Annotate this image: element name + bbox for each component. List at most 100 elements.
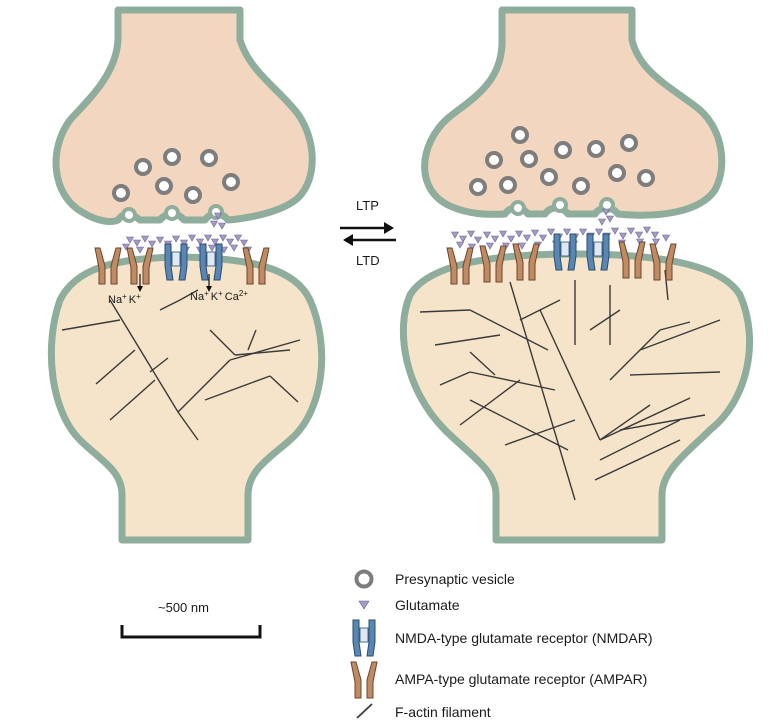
left-postsynaptic-spine — [47, 253, 326, 544]
glutamate — [507, 235, 515, 243]
legend-item-vesicle: Presynaptic vesicle — [354, 569, 515, 589]
glutamate — [643, 226, 651, 234]
docked-vesicle — [121, 207, 137, 223]
docked-vesicle — [164, 205, 180, 221]
glutamate — [459, 235, 467, 243]
glutamate — [188, 234, 196, 242]
legend-item-glutamate: Glutamate — [358, 597, 460, 613]
vesicle — [134, 158, 152, 176]
glutamate — [467, 230, 475, 238]
glutamate — [486, 242, 494, 250]
glutamate — [226, 238, 234, 246]
left-presynaptic-terminal — [52, 6, 316, 225]
glutamate — [456, 241, 464, 249]
glutamate — [539, 234, 547, 242]
glutamate — [133, 239, 141, 247]
glutamate — [651, 231, 659, 239]
legend-item-actin: F-actin filament — [356, 703, 491, 720]
vesicle — [222, 173, 240, 191]
glutamate — [156, 236, 164, 244]
glutamate — [451, 231, 459, 239]
glutamate — [531, 229, 539, 237]
right-postsynaptic-spine — [399, 250, 754, 544]
glutamate — [499, 230, 507, 238]
vesicle — [620, 134, 638, 152]
left-synapse — [47, 6, 326, 544]
vesicle — [155, 177, 173, 195]
glutamate — [635, 231, 643, 239]
legend-label-ampar: AMPA-type glutamate receptor (AMPAR) — [395, 671, 647, 687]
vesicle — [540, 168, 558, 186]
glutamate — [579, 228, 587, 236]
legend-label-nmdar: NMDA-type glutamate receptor (NMDAR) — [395, 630, 653, 646]
glutamate — [523, 234, 531, 242]
vesicle — [485, 151, 503, 169]
docked-vesicle — [510, 200, 526, 216]
legend-label-glutamate: Glutamate — [395, 597, 460, 613]
legend-item-nmdar: NMDA-type glutamate receptor (NMDAR) — [352, 619, 653, 657]
vesicle-icon — [354, 569, 374, 589]
glutamate — [595, 228, 603, 236]
left-actin-network — [61, 289, 301, 441]
right-vesicles — [469, 126, 655, 216]
glutamate — [219, 234, 227, 242]
ampar-icon — [350, 661, 378, 699]
vesicle — [520, 150, 538, 168]
legend-label-vesicle: Presynaptic vesicle — [395, 571, 515, 587]
vesicle — [200, 149, 218, 167]
glutamate — [148, 240, 156, 248]
glutamate — [611, 227, 619, 235]
legend-item-ampar: AMPA-type glutamate receptor (AMPAR) — [350, 661, 647, 699]
scale-bar-label: ~500 nm — [158, 600, 209, 615]
nmda-ion-label: Na+K+Ca2+ — [190, 289, 248, 303]
ltp-ltd-arrows: LTP LTD — [340, 198, 396, 268]
glutamate — [204, 234, 212, 242]
vesicle — [511, 126, 529, 144]
right-actin-network — [419, 269, 721, 501]
nmdar-icon — [352, 619, 376, 657]
ion-labels: Na+K+ Na+K+Ca2+ — [108, 274, 248, 306]
glutamate — [483, 231, 491, 239]
vesicle — [587, 140, 605, 158]
vesicle — [554, 141, 572, 159]
vesicle — [184, 186, 202, 204]
glutamate — [210, 220, 218, 228]
glutamate — [141, 235, 149, 243]
glutamate — [208, 244, 216, 252]
ltp-label: LTP — [356, 198, 379, 213]
ampa-ion-label: Na+K+ — [108, 292, 141, 306]
glutamate — [474, 236, 482, 244]
glutamate — [172, 235, 180, 243]
vesicle — [608, 164, 626, 182]
glutamate — [619, 232, 627, 240]
glutamate — [240, 239, 248, 247]
glutamate — [598, 218, 606, 226]
glutamate — [606, 215, 614, 223]
glutamate — [230, 244, 238, 252]
vesicle — [469, 178, 487, 196]
glutamate — [515, 230, 523, 238]
docked-vesicle — [208, 204, 224, 220]
glutamate — [547, 228, 555, 236]
glutamate — [627, 227, 635, 235]
vesicle — [163, 148, 181, 166]
legend-label-actin: F-actin filament — [395, 704, 491, 720]
glutamate — [136, 246, 144, 254]
glutamate — [563, 228, 571, 236]
glutamate — [218, 222, 226, 230]
actin-filament-icon — [356, 703, 373, 719]
vesicle — [637, 169, 655, 187]
glutamate — [126, 236, 134, 244]
vesicle — [112, 184, 130, 202]
vesicle — [499, 176, 517, 194]
glutamate-icon — [358, 600, 370, 610]
left-vesicles — [112, 148, 240, 223]
glutamate — [491, 235, 499, 243]
scale-bar: ~500 nm — [120, 600, 262, 639]
vesicle — [572, 177, 590, 195]
docked-vesicle — [552, 197, 568, 213]
legend: Presynaptic vesicle Glutamate NMDA-type … — [350, 569, 653, 720]
ltd-label: LTD — [356, 253, 380, 268]
glutamate — [662, 234, 670, 242]
